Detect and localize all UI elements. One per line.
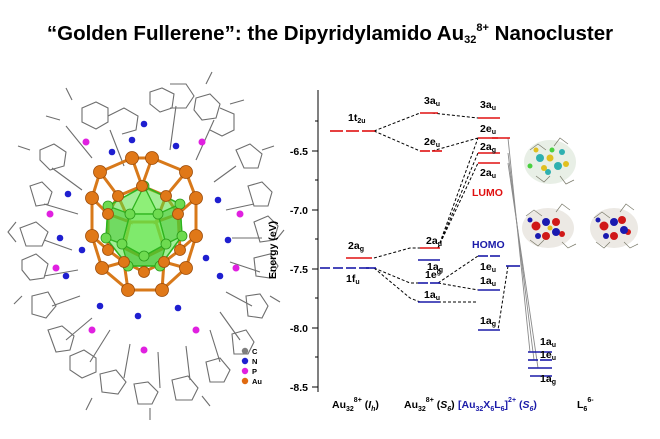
correlation-lines — [373, 112, 509, 331]
legend-phosphorus-label: P — [252, 367, 257, 376]
legend-phosphorus-swatch — [241, 367, 249, 375]
column-label-au32x6l6: [Au32X6L6]2+ (S6) — [458, 397, 537, 413]
homo-label: HOMO — [472, 239, 505, 251]
y-tick-label: -7.0 — [290, 205, 308, 217]
level-label: 1eu — [480, 261, 496, 274]
levels-ligand — [506, 265, 552, 377]
column-labels: Au328+ (Ih) Au328+ (S6) [Au32X6L6]2+ (S6… — [332, 397, 594, 413]
y-tick-label: -7.5 — [290, 264, 308, 276]
level-label: 1ag — [427, 261, 443, 274]
column-label-au32-s6: Au328+ (S6) — [404, 397, 455, 413]
cluster-structure-image: C N P Au — [7, 71, 285, 420]
ligand-correlation-lines — [507, 137, 539, 369]
title-sup: 8+ — [476, 22, 489, 34]
y-axis-label: Energy (eV) — [267, 221, 279, 279]
lumo-label: LUMO — [472, 187, 503, 199]
level-label: 2eu — [480, 123, 496, 136]
ligand-wireframe — [7, 71, 285, 420]
title-sub: 32 — [464, 34, 477, 46]
y-tick-label: -6.5 — [290, 146, 308, 158]
legend-carbon-swatch — [241, 347, 249, 355]
level-label: 2ag — [480, 141, 496, 154]
legend-gold-swatch — [241, 377, 249, 385]
nitrogen-atoms — [56, 120, 232, 320]
level-label: 3au — [480, 99, 496, 112]
figure-title: “Golden Fullerene”: the Dipyridylamido A… — [0, 22, 660, 46]
y-tick-label: -8.0 — [290, 323, 308, 335]
column-label-au32-ih: Au328+ (Ih) — [332, 397, 379, 413]
level-label: 1eu — [540, 349, 556, 362]
title-post: Nanocluster — [488, 22, 614, 45]
level-label: 2au — [426, 235, 442, 248]
y-tick-label: -8.5 — [290, 382, 308, 394]
level-label: 1eg — [425, 269, 441, 281]
title-pre: “Golden Fullerene”: the Dipyridylamido A… — [46, 22, 465, 45]
level-label: 2au — [480, 167, 496, 180]
gold-atoms — [85, 151, 203, 297]
level-label: 1fu — [346, 273, 360, 286]
levels-au32-ih — [320, 130, 376, 269]
level-label: 1t2u — [348, 112, 366, 125]
levels-au32-s6 — [418, 112, 442, 303]
level-label: 1ag — [480, 315, 496, 328]
level-label: 3au — [424, 95, 440, 108]
level-label: 1au — [424, 289, 440, 302]
level-label: 1ag — [540, 373, 556, 386]
orbital-image-ligand — [590, 203, 639, 249]
level-label: 1au — [540, 336, 556, 349]
legend-nitrogen-label: N — [252, 357, 257, 366]
level-label: 2ag — [348, 240, 364, 253]
legend-carbon-label: C — [252, 347, 258, 356]
level-labels: 1t2u 2ag 1fu 3au 2eu 2au 1ag 1eg 1au 3au… — [346, 95, 556, 386]
legend-nitrogen-swatch — [241, 357, 249, 365]
orbital-image-lumo — [524, 137, 576, 185]
phosphorus-atoms — [46, 138, 244, 354]
column-label-ligand: L66- — [577, 397, 594, 413]
level-label: 1au — [480, 275, 496, 288]
mo-energy-diagram: -6.5 -7.0 -7.5 -8.0 -8.5 Energy (eV) — [267, 90, 639, 413]
orbital-image-homo — [522, 203, 577, 249]
y-axis-ticks — [312, 120, 318, 388]
atom-legend: C N P Au — [241, 347, 262, 386]
levels-au32x6l6 — [478, 117, 510, 331]
level-label: 2eu — [424, 136, 440, 149]
legend-gold-label: Au — [252, 377, 262, 386]
